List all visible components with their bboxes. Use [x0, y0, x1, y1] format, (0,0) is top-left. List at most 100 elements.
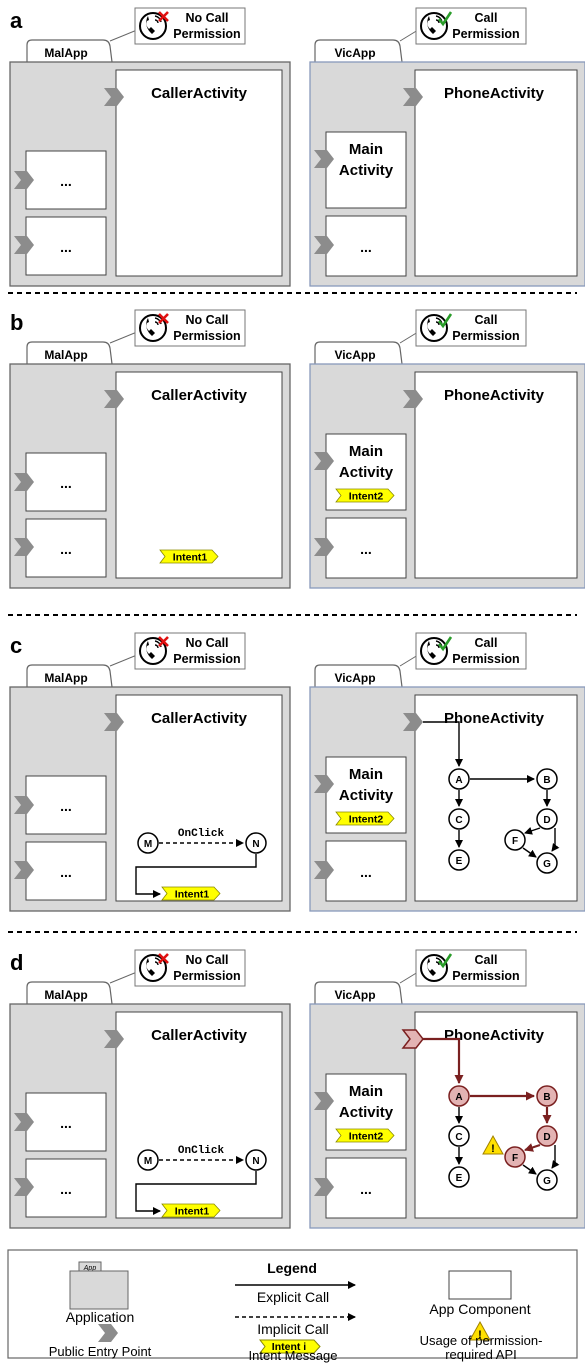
entry-point-icon	[98, 1324, 118, 1342]
legend-warning-mark: !	[478, 1329, 482, 1341]
call-edge	[524, 826, 541, 835]
permission-line2: Permission	[173, 652, 240, 666]
phone-handset-icon	[146, 318, 155, 336]
legend-intent-message: Intent Message	[249, 1348, 338, 1363]
app-name: MalApp	[44, 988, 87, 1002]
graph-node	[536, 1125, 558, 1147]
onclick-label: OnClick	[178, 828, 225, 840]
caller-activity-title: CallerActivity	[151, 710, 248, 727]
ellipsis: ...	[60, 541, 72, 557]
phone-handset-icon	[427, 16, 436, 34]
legend-component-icon	[448, 1270, 512, 1300]
ellipsis: ...	[60, 864, 72, 880]
graph-node	[448, 1166, 470, 1188]
permission-line2: Permission	[173, 329, 240, 343]
phone-activity	[414, 371, 578, 579]
entry-point-icon	[403, 88, 423, 106]
entry-point-icon	[14, 236, 34, 254]
ellipsis: ...	[60, 798, 72, 814]
graph-node	[245, 832, 267, 854]
entry-point-icon	[14, 861, 34, 879]
phone-waves-icon	[154, 15, 162, 24]
permission-line2: Permission	[452, 652, 519, 666]
graph-node-label: A	[455, 1092, 462, 1103]
main-activity-line2: Activity	[339, 1104, 394, 1121]
permission-line1: Call	[475, 11, 498, 25]
intent-label: Intent1	[175, 889, 210, 901]
callout-line	[109, 331, 138, 344]
legend-application: Application	[66, 1309, 135, 1325]
main-activity-line1: Main	[349, 443, 383, 460]
component-box	[25, 150, 107, 210]
cross-icon	[158, 11, 169, 22]
graph-node	[536, 768, 558, 790]
component-box	[325, 215, 407, 277]
graph-node-label: M	[144, 839, 152, 850]
callout-line	[399, 331, 419, 344]
graph-node-label: A	[455, 775, 462, 786]
component-box	[25, 1158, 107, 1218]
callout-line	[399, 971, 419, 984]
main-activity-line1: Main	[349, 1083, 383, 1100]
intent-label: Intent1	[173, 552, 208, 564]
intent-label: Intent2	[349, 814, 384, 826]
onclick-label: OnClick	[178, 1145, 225, 1157]
graph-node	[536, 1085, 558, 1107]
app-tab	[26, 39, 113, 63]
graph-node-label: G	[543, 859, 551, 870]
caller-activity	[115, 371, 283, 579]
legend-title: Legend	[267, 1260, 317, 1276]
graph-node	[448, 768, 470, 790]
component-box	[25, 775, 107, 835]
permission-line1: No Call	[185, 11, 228, 25]
app-tab	[314, 39, 403, 63]
main-activity-line2: Activity	[339, 162, 394, 179]
ellipsis: ...	[360, 239, 372, 255]
legend-warning-icon	[469, 1320, 491, 1341]
legend-usage-line2: required API	[445, 1347, 517, 1362]
permission-line1: Call	[475, 636, 498, 650]
graph-node-label: D	[543, 815, 550, 826]
warning-icon	[482, 1134, 504, 1155]
main-activity-line2: Activity	[339, 464, 394, 481]
entry-point-icon	[314, 1092, 334, 1110]
entry-point-icon	[403, 713, 423, 731]
graph-node	[448, 1125, 470, 1147]
graph-node-label: C	[455, 1132, 462, 1143]
intent-tag-icon	[335, 1128, 395, 1143]
graph-node-label: M	[144, 1156, 152, 1167]
call-edge	[551, 828, 560, 852]
graph-node	[448, 808, 470, 830]
app-name: MalApp	[44, 348, 87, 362]
intent-label: Intent2	[349, 491, 384, 503]
app-name: VicApp	[334, 348, 375, 362]
panel-label: b	[10, 310, 23, 335]
graph-node	[137, 1149, 159, 1171]
graph-node	[245, 1149, 267, 1171]
graph-node	[137, 832, 159, 854]
callout-line	[399, 29, 419, 42]
ellipsis: ...	[60, 1115, 72, 1131]
main-activity-line2: Activity	[339, 787, 394, 804]
ellipsis: ...	[60, 239, 72, 255]
caller-activity-title: CallerActivity	[151, 1027, 248, 1044]
graph-node	[536, 1169, 558, 1191]
app-tab	[314, 664, 403, 688]
panel-label: a	[10, 8, 23, 33]
ellipsis: ...	[60, 475, 72, 491]
entry-point-icon	[314, 538, 334, 556]
ellipsis: ...	[60, 1181, 72, 1197]
ellipsis: ...	[360, 541, 372, 557]
intent-tag-icon	[161, 886, 221, 901]
callout-line	[399, 654, 419, 667]
exploit-edge	[524, 1143, 541, 1152]
legend-public-entry: Public Entry Point	[49, 1344, 152, 1359]
ellipsis: ...	[360, 1181, 372, 1197]
warning-mark: !	[491, 1143, 495, 1155]
entry-point-icon	[314, 236, 334, 254]
component-box	[25, 518, 107, 578]
legend-explicit: Explicit Call	[257, 1289, 329, 1305]
